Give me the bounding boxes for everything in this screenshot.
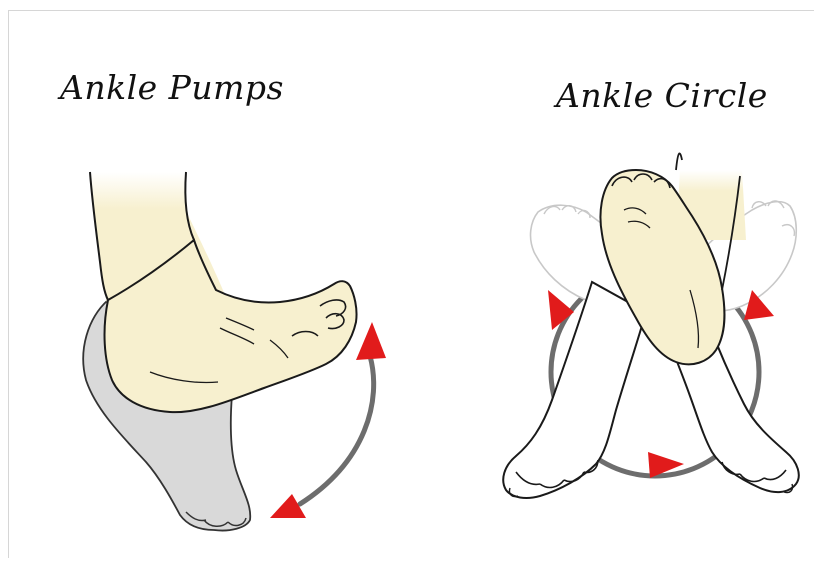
ankle-circle-figure [503, 153, 799, 498]
pump-motion-arc [300, 356, 374, 504]
ankle-pumps-figure [83, 172, 386, 531]
leg-left [503, 282, 646, 498]
arrow-up-icon [356, 322, 386, 360]
